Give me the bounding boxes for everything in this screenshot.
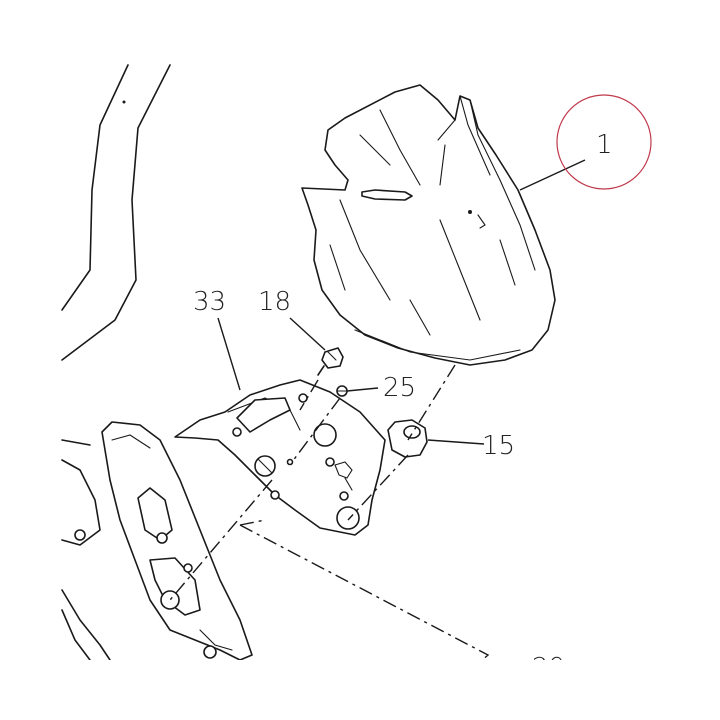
leader-lines xyxy=(217,159,586,445)
screw-18 xyxy=(317,347,344,376)
grommet-15 xyxy=(387,419,428,458)
frame-outline xyxy=(61,64,171,361)
highlight-circle xyxy=(556,94,652,190)
callout-25: 25 xyxy=(383,373,416,403)
callout-15: 15 xyxy=(482,431,515,461)
callout-1: 1 xyxy=(596,130,613,160)
crop-mask xyxy=(0,660,720,720)
callout-33: 33 xyxy=(193,287,226,317)
callout-18: 18 xyxy=(258,287,291,317)
assembly-lines xyxy=(169,364,490,663)
windscreen-part xyxy=(301,84,556,366)
screw-25 xyxy=(336,385,348,397)
mounting-plate xyxy=(174,379,386,536)
lower-bracket-assembly xyxy=(61,421,253,661)
